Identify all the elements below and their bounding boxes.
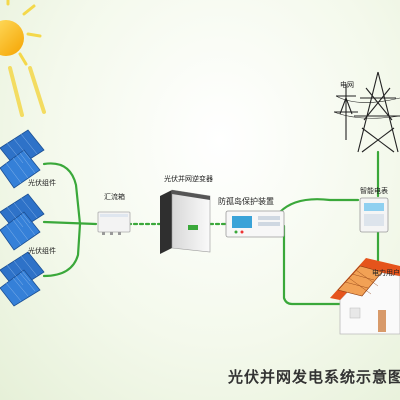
wiring	[42, 150, 380, 306]
inverter	[160, 189, 211, 254]
solar-panel-array-top	[0, 129, 45, 189]
anti-islanding-device	[225, 210, 285, 238]
sun-icon	[0, 0, 42, 66]
solar-panel-array-middle	[0, 193, 45, 251]
inverter-label: 光伏并网逆变器	[164, 175, 213, 183]
house	[330, 258, 400, 335]
sunlight-rays	[8, 66, 46, 117]
power-user-label: 电力用户	[372, 269, 400, 277]
combiner-box-label: 汇流箱	[104, 193, 125, 201]
smart-meter	[359, 197, 389, 233]
diagram-title: 光伏并网发电系统示意图	[228, 368, 400, 386]
solar-panel-array-bottom	[0, 251, 45, 307]
anti-islanding-label: 防孤岛保护装置	[218, 197, 274, 206]
pv-module-label-bottom: 光伏组件	[28, 247, 56, 255]
grid-label: 电网	[340, 81, 354, 89]
power-tower-icon	[333, 71, 400, 153]
pv-module-label-top: 光伏组件	[28, 179, 56, 187]
combiner-box	[97, 211, 131, 235]
smart-meter-label: 智能电表	[360, 187, 388, 195]
